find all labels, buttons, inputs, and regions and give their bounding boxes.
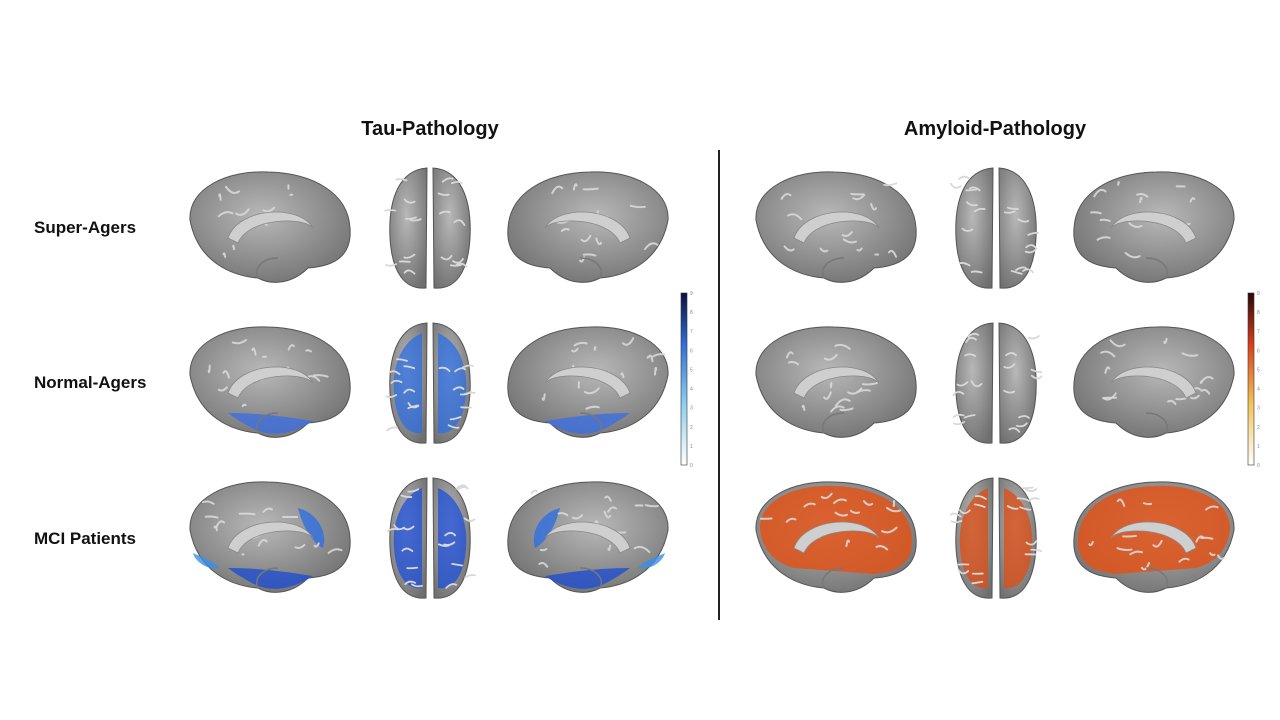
tau-colorbar-tick: 1 (690, 444, 693, 450)
tau-normal-medial-right-brain (507, 326, 669, 438)
amyloid-colorbar-tick: 2 (1257, 425, 1260, 431)
amyloid-panel-title: Amyloid-Pathology (903, 118, 1087, 140)
amyloid-colorbar-tick: 9 (1257, 291, 1260, 297)
amyloid-colorbar-tick: 5 (1257, 367, 1260, 373)
tau-colorbar-tick: 6 (690, 348, 693, 354)
amyloid-normal-medial-left-brain (755, 326, 917, 438)
tau-panel-title: Tau-Pathology (361, 118, 499, 140)
colorbar-ticks-group: 0 1 2 3 4 5 6 7 8 9 0 1 2 3 4 5 6 7 8 9 (690, 291, 1260, 469)
amyloid-mci-dorsal-brain (949, 477, 1043, 599)
amyloid-colorbar-tick: 0 (1257, 463, 1260, 469)
panel-divider (718, 150, 720, 620)
tau-super-medial-right-brain (507, 171, 669, 283)
amyloid-colorbar-tick: 1 (1257, 444, 1260, 450)
tau-colorbar (680, 292, 688, 466)
tau-super-dorsal-brain (384, 167, 471, 289)
brain-renders-group (189, 167, 1235, 599)
row-label-mci-patients: MCI Patients (34, 529, 137, 548)
tau-colorbar-tick: 0 (690, 463, 693, 469)
amyloid-mci-medial-left-brain (755, 481, 917, 593)
tau-colorbar-tick: 9 (690, 291, 693, 297)
tau-colorbar-tick: 4 (690, 387, 693, 393)
amyloid-super-medial-right-brain (1073, 171, 1235, 283)
amyloid-colorbar-tick: 7 (1257, 329, 1260, 335)
amyloid-super-dorsal-brain (949, 167, 1040, 289)
row-label-super-agers: Super-Agers (34, 218, 137, 237)
tau-mci-dorsal-brain (386, 477, 477, 599)
amyloid-colorbar-tick: 4 (1257, 387, 1260, 393)
amyloid-colorbar-tick: 6 (1257, 348, 1260, 354)
tau-super-medial-left-brain (189, 171, 351, 283)
tau-normal-dorsal-brain (385, 322, 476, 444)
amyloid-colorbar (1247, 292, 1255, 466)
amyloid-mci-medial-right-brain (1073, 481, 1235, 593)
amyloid-colorbar-tick: 3 (1257, 406, 1260, 412)
tau-colorbar-tick: 3 (690, 406, 693, 412)
tau-colorbar-tick: 5 (690, 367, 693, 373)
amyloid-normal-medial-right-brain (1073, 326, 1235, 438)
tau-colorbar-tick: 7 (690, 329, 693, 335)
tau-normal-medial-left-brain (189, 326, 351, 438)
amyloid-super-medial-left-brain (755, 171, 917, 283)
amyloid-normal-dorsal-brain (952, 322, 1043, 444)
row-label-normal-agers: Normal-Agers (34, 373, 147, 392)
tau-mci-medial-right-brain (507, 481, 669, 593)
tau-colorbar-tick: 2 (690, 425, 693, 431)
tau-colorbar-tick: 8 (690, 310, 693, 316)
amyloid-colorbar-tick: 8 (1257, 310, 1260, 316)
tau-mci-medial-left-brain (189, 481, 351, 593)
